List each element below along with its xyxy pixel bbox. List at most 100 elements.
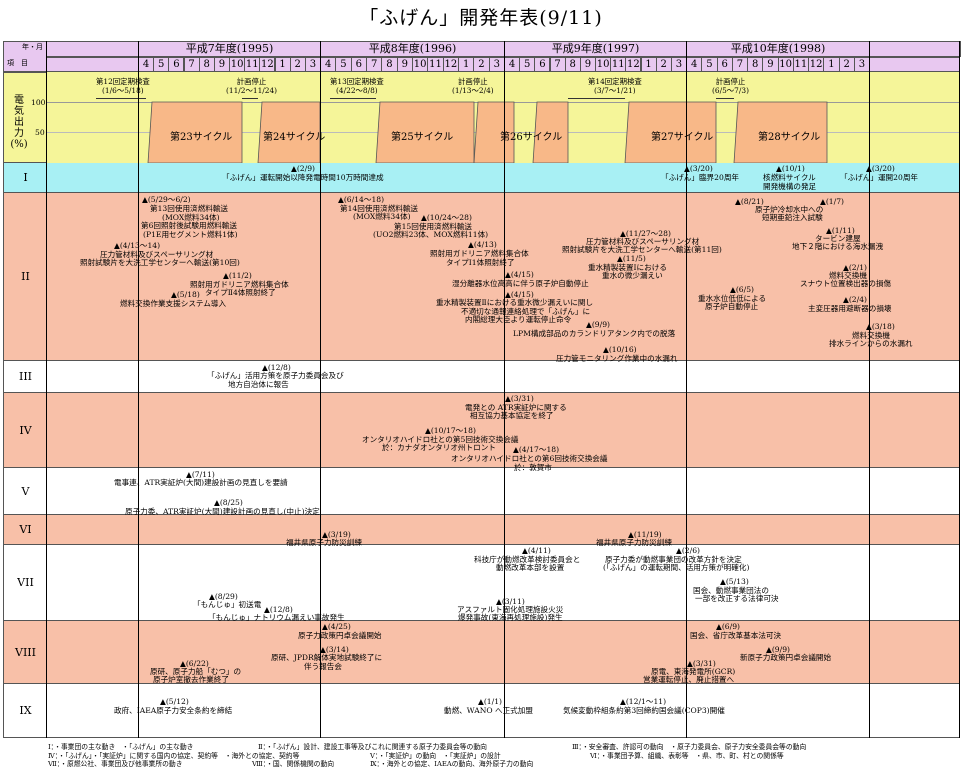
outage-2-arrow (242, 98, 258, 99)
outage-6: 計画停止(6/5〜7/3) (712, 77, 749, 95)
event: 気候変動枠組条約第3回締約国会議(COP3)開催 (563, 706, 725, 715)
event: ▲(4/15) (505, 290, 534, 299)
event: 原研、JPDR解体実地試験終了に (271, 653, 383, 662)
legend-item: Ⅷ：・国、関係機関の動向 (252, 760, 335, 768)
month-header: 11 (427, 57, 444, 72)
fy1999-line (869, 41, 870, 738)
event: ▲(10/1) (776, 164, 805, 173)
power-label-char: 力 (14, 128, 24, 139)
category-label: III (3, 361, 47, 393)
category-label: VI (3, 515, 47, 545)
month-header: 2 (473, 57, 490, 72)
event: 短期亜鉛注入試験 (762, 213, 823, 222)
event: ▲(8/29) (209, 592, 238, 601)
event: 内閣総理大臣より運転停止命令 (465, 315, 572, 324)
event: ▲(12/8) (264, 605, 293, 614)
event: 湿分離器水位高高に伴う原子炉自動停止 (452, 279, 589, 288)
event: 重水水位低低による (698, 294, 767, 303)
outage-5: 第14回定期検査(3/7〜1/21) (588, 77, 642, 95)
outage-3-arrow (330, 98, 376, 99)
fy1997-line (504, 41, 505, 738)
power-label-cell: 電気出力(%) (3, 72, 47, 163)
event: ▲(6/14〜18) (338, 195, 385, 204)
cycle-24-label: 第24サイクル (263, 132, 326, 143)
event: 第6回照射後試験用燃料輸送 (141, 221, 237, 230)
event: 圧力管材料及びスペーサリング材 (586, 237, 700, 246)
outage-4: 計画停止(1/13〜2/4) (452, 77, 494, 95)
event: 一部を改正する法律可決 (695, 594, 779, 603)
category-band-4 (46, 393, 960, 468)
event: ▲(5/29〜6/2) (142, 195, 191, 204)
event: 動燃、WANO へ正式加盟 (444, 706, 533, 715)
category-band-7 (46, 545, 960, 621)
event: 不適切な通報連絡処理で「ふげん」に (461, 307, 591, 316)
event: ▲(3/11) (496, 597, 525, 606)
event: 原子炉冷却水中への (755, 205, 824, 214)
event: 燃料交換機 (852, 331, 890, 340)
event: タイプⅡ4体照射終了 (205, 288, 276, 297)
event: 電事連、ATR実証炉(大間)建設計画の見直しを要請 (114, 478, 288, 487)
event: アスファルト固化処理施設火災 (457, 605, 564, 614)
legend-item: Ⅵ：・事業団予算、組織、表彰等 ・県、市、町、村との関係等 (590, 752, 784, 760)
category-band-1 (46, 163, 960, 193)
event: ▲(6/22) (180, 659, 209, 668)
event: 重水精製装置Ⅱにおける重水微少漏えいに関し (436, 298, 594, 307)
event: 主変圧器用避断器の損壊 (808, 304, 892, 313)
event: オンタリオハイドロ社との第5回技術交換会議 (362, 435, 519, 444)
event: ▲(8/21) (735, 197, 764, 206)
event: 新原子力政策円卓会議開始 (740, 653, 832, 662)
event: ▲(3/14) (320, 645, 349, 654)
event: 福井県原子力防災訓練 (286, 538, 362, 547)
power-label-char: 気 (14, 106, 24, 117)
event: ▲(3/31) (687, 659, 716, 668)
event: ▲(4/13) (468, 240, 497, 249)
event: 「もんじゅ」ナトリウム漏えい事故発生 (208, 613, 345, 622)
legend-item: Ⅳ：・「ふげん」・「実証炉」に関する国内の協定、契約等 ・海外との協定、契約等 (48, 752, 300, 760)
event: 相互協力基本協定を終了 (470, 411, 554, 420)
legend-item: Ⅴ：・「実証炉」の動向 ・「実証炉」の設計 (370, 752, 501, 760)
event: ▲(4/15) (505, 270, 534, 279)
event: ▲(11/5) (617, 254, 646, 263)
event: 照射用ガドリニア燃料集合体 (190, 280, 289, 289)
event: ▲(5/13) (720, 577, 749, 586)
event: ▲(2/9) (291, 164, 315, 173)
event: 政府、IAEA原子力安全条約を締結 (114, 706, 233, 715)
event: ▲(4/17〜18) (513, 445, 560, 454)
event: スナウト位置検出器の損傷 (800, 279, 892, 288)
outage-3: 第13回定期検査(4/22〜8/8) (330, 77, 384, 95)
event: ▲(11/27〜28) (620, 229, 671, 238)
right-border (959, 41, 960, 738)
cycle-25-label: 第25サイクル (391, 132, 454, 143)
event: 圧力管モニタリング作業中の水漏れ (556, 354, 678, 363)
fy1998-line (686, 41, 687, 738)
event: ▲(5/12) (160, 697, 189, 706)
category-label: IV (3, 393, 47, 468)
legend-item: Ⅲ：・安全審査、許認可の動向 ・原子力委員会、原子力安全委員会等の動向 (572, 743, 807, 751)
event: ▲(3/31) (505, 394, 534, 403)
event: ▲(2/1) (843, 263, 867, 272)
event: 重水精製装置Ⅰにおける (588, 263, 667, 272)
event: ▲(10/24〜28) (421, 213, 472, 222)
event: ▲(10/16) (603, 345, 637, 354)
event: 電発との ATR実証炉に関する (465, 403, 567, 412)
power-label-char: 電 (14, 95, 24, 106)
event: 開発機構の発足 (763, 182, 817, 191)
event: ▲(6/5) (730, 285, 754, 294)
event: (MOX燃料34体) (353, 212, 411, 221)
tick-50: 50 (35, 128, 45, 137)
event: 原子力委、ATR実証炉(大間)建設計画の見直し(中止)決定 (125, 507, 320, 516)
event: 国会、動燃事業団法の (693, 586, 769, 595)
category-band-3 (46, 361, 960, 393)
power-label: 電気出力(%) (0, 95, 46, 150)
event: ▲(1/7) (820, 197, 844, 206)
month-header: 1 (640, 57, 657, 72)
event: 「ふげん」運開20周年 (840, 173, 919, 182)
event: 核燃料サイクル (763, 173, 816, 182)
event: 科技庁が動燃改革検討委員会と (474, 555, 581, 564)
event: ▲(2/4) (843, 295, 867, 304)
event: ▲(8/25) (214, 498, 243, 507)
event: 燃料交換機 (829, 271, 867, 280)
event: タービン建屋 (815, 234, 861, 243)
legend-item: Ⅸ：・海外との協定、IAEAの動向、海外原子力の動向 (370, 760, 534, 768)
